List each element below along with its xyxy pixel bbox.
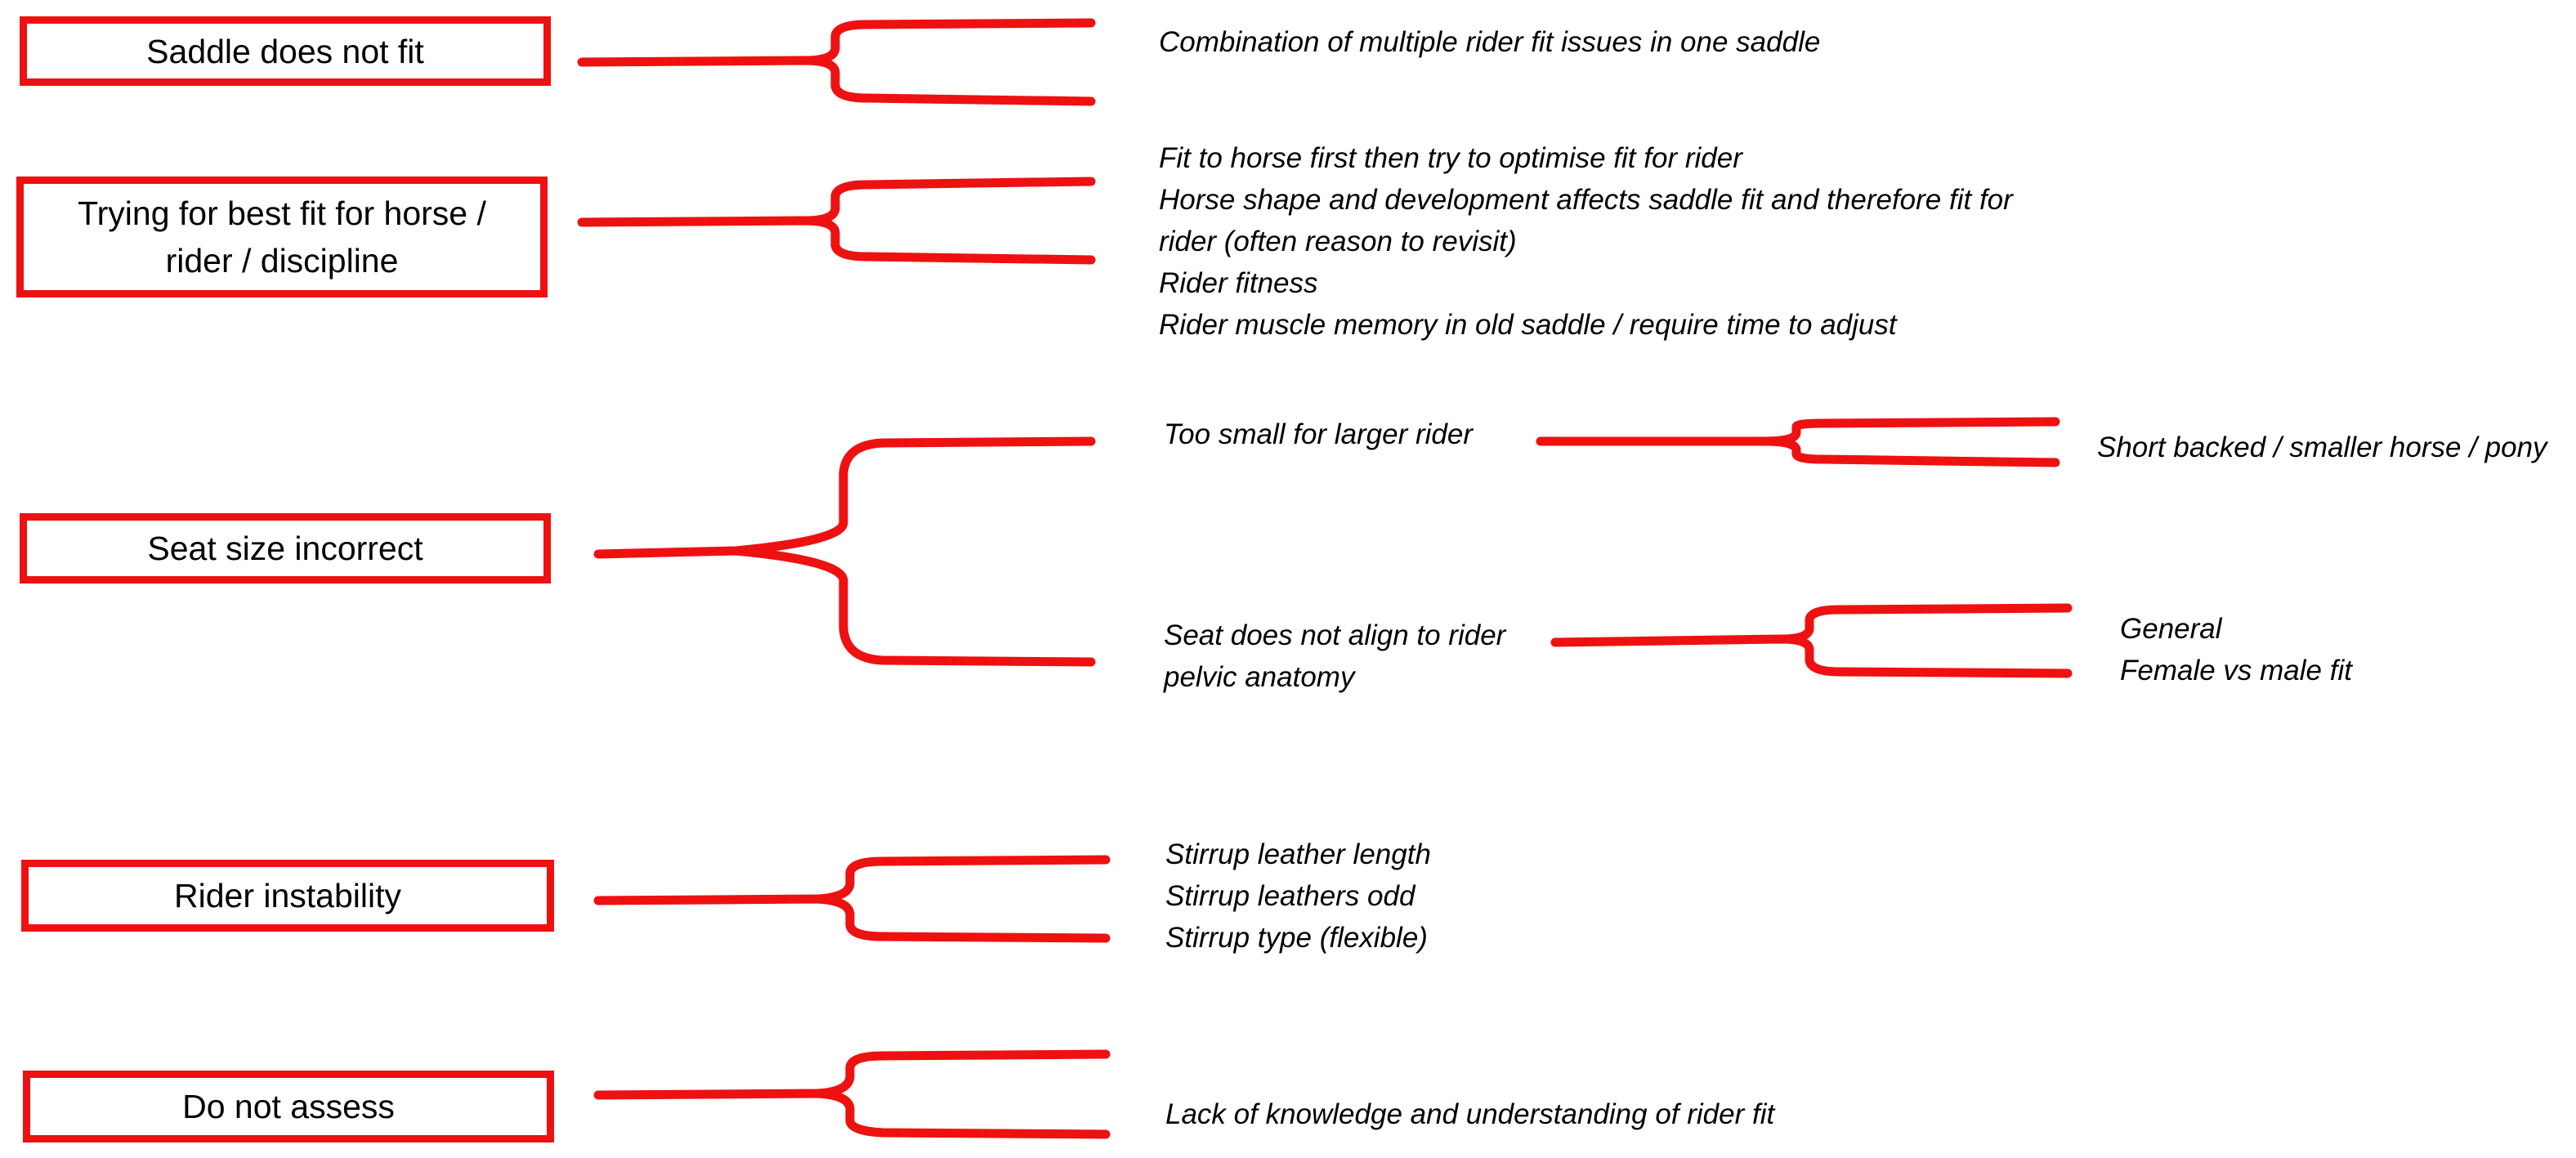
note-too-small-detail: Short backed / smaller horse / pony	[2097, 427, 2547, 468]
note-line: Too small for larger rider	[1164, 418, 1474, 450]
box-label-line-2: rider / discipline	[165, 242, 399, 279]
note-rider-instability: Stirrup leather length Stirrup leathers …	[1165, 834, 1431, 959]
note-line: Rider muscle memory in old saddle / requ…	[1159, 309, 1897, 341]
box-label: Do not assess	[182, 1088, 395, 1125]
note-line: Seat does not align to rider	[1164, 619, 1506, 651]
note-line: rider (often reason to revisit)	[1159, 226, 1517, 257]
box-label: Saddle does not fit	[146, 32, 424, 70]
connector-pelvic	[1550, 603, 2073, 678]
connector-too-small	[1536, 417, 2060, 467]
box-label: Rider instability	[174, 877, 401, 914]
note-best-fit: Fit to horse first then try to optimise …	[1159, 137, 2013, 346]
connector-saddle-does-not-fit	[577, 18, 1096, 106]
box-do-not-assess: Do not assess	[23, 1071, 554, 1142]
note-pelvic-detail: General Female vs male fit	[2120, 608, 2352, 691]
note-line: Stirrup type (flexible)	[1165, 922, 1428, 954]
note-line: pelvic anatomy	[1164, 661, 1355, 693]
connector-seat-size	[593, 436, 1096, 667]
note-line: Stirrup leather length	[1165, 838, 1431, 870]
note-line: Lack of knowledge and understanding of r…	[1165, 1098, 1775, 1130]
connector-do-not-assess	[593, 1049, 1111, 1139]
box-rider-instability: Rider instability	[21, 860, 554, 932]
box-saddle-does-not-fit: Saddle does not fit	[20, 16, 551, 86]
note-line: Rider fitness	[1159, 267, 1318, 299]
note-line: Combination of multiple rider fit issues…	[1159, 26, 1821, 58]
note-line: Stirrup leathers odd	[1165, 880, 1415, 912]
note-line: Fit to horse first then try to optimise …	[1159, 142, 1742, 174]
box-label-line-1: Trying for best fit for horse /	[78, 194, 486, 232]
note-seat-too-small: Too small for larger rider	[1164, 414, 1473, 455]
note-do-not-assess: Lack of knowledge and understanding of r…	[1165, 1093, 1774, 1135]
note-line: Female vs male fit	[2120, 655, 2352, 686]
box-best-fit: Trying for best fit for horse / rider / …	[16, 177, 548, 297]
note-seat-pelvic: Seat does not align to rider pelvic anat…	[1164, 615, 1505, 698]
box-label: Seat size incorrect	[147, 530, 423, 567]
note-line: Short backed / smaller horse / pony	[2097, 431, 2547, 463]
connector-rider-instability	[593, 855, 1111, 943]
connector-best-fit	[577, 177, 1096, 265]
note-line: Horse shape and development affects sadd…	[1159, 184, 2013, 216]
box-seat-size-incorrect: Seat size incorrect	[20, 513, 551, 583]
note-saddle-does-not-fit: Combination of multiple rider fit issues…	[1159, 21, 1820, 63]
note-line: General	[2120, 613, 2222, 645]
